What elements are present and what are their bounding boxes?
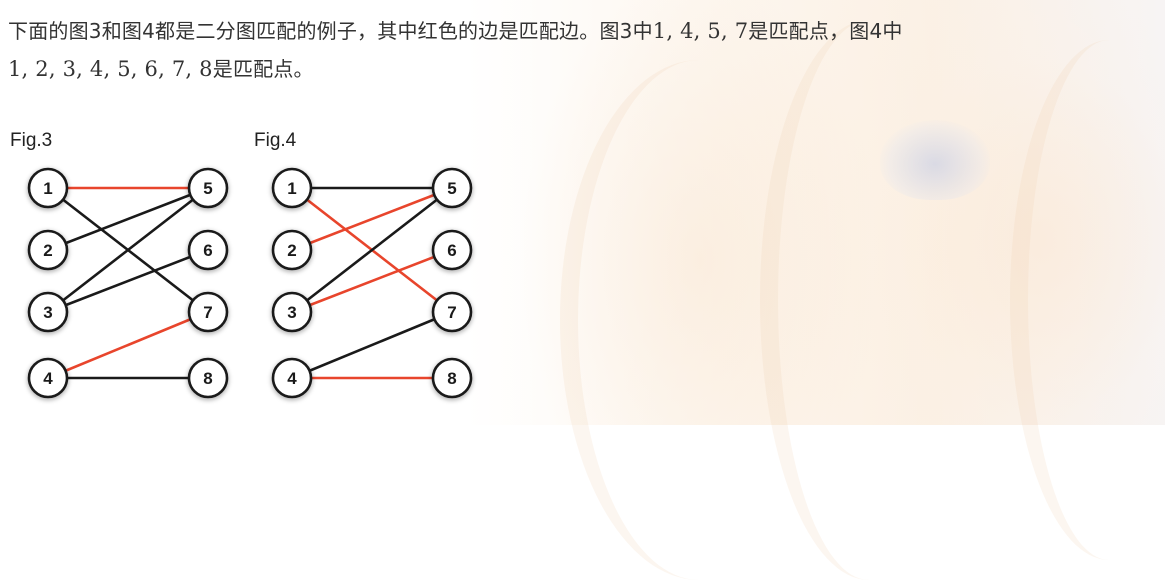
node-3: 3 — [27, 291, 69, 335]
node-circle — [187, 291, 229, 333]
matched-edge-3-6 — [291, 248, 453, 314]
node-circle — [187, 229, 229, 271]
line2-math: 1, 2, 3, 4, 5, 6, 7, 8 — [8, 57, 213, 81]
node-circle — [187, 357, 229, 399]
node-4: 4 — [27, 357, 69, 401]
node-label: 6 — [203, 241, 212, 260]
figure-4-label: Fig.4 — [254, 130, 297, 151]
node-label: 3 — [43, 303, 52, 322]
node-label: 1 — [287, 179, 296, 198]
node-circle — [431, 291, 473, 333]
node-7: 7 — [187, 291, 229, 335]
node-label: 8 — [203, 369, 212, 388]
node-circle — [187, 167, 229, 209]
line1-prefix: 下面的图3和图4都是二分图匹配的例子，其中红色的边是匹配边。图3中 — [8, 19, 653, 43]
node-1: 1 — [27, 167, 69, 211]
node-circle — [431, 167, 473, 209]
node-8: 8 — [431, 357, 473, 401]
node-4: 4 — [271, 357, 313, 401]
matched-edge-4-7 — [47, 310, 209, 380]
node-label: 7 — [203, 303, 212, 322]
edge-4-7 — [291, 310, 453, 380]
node-circle — [27, 291, 69, 333]
node-label: 4 — [287, 369, 297, 388]
node-label: 5 — [203, 179, 212, 198]
node-label: 3 — [287, 303, 296, 322]
node-label: 5 — [447, 179, 456, 198]
node-circle — [27, 357, 69, 399]
node-label: 1 — [43, 179, 52, 198]
node-label: 2 — [287, 241, 296, 260]
node-circle — [271, 229, 313, 271]
node-circle — [431, 357, 473, 399]
background-hair-strand — [760, 20, 978, 580]
figure-3: Fig.3 1 2 3 4 5 6 7 8 — [8, 128, 248, 408]
node-circle — [431, 229, 473, 271]
node-7: 7 — [431, 291, 473, 335]
node-2: 2 — [27, 229, 69, 273]
node-2: 2 — [271, 229, 313, 273]
description-text: 下面的图3和图4都是二分图匹配的例子，其中红色的边是匹配边。图3中1, 4, 5… — [8, 12, 1158, 88]
figure-4: Fig.4 1 2 3 4 5 6 7 8 — [252, 128, 492, 408]
node-label: 8 — [447, 369, 456, 388]
figure-4-graph: 1 2 3 4 5 6 7 8 — [271, 167, 473, 401]
node-3: 3 — [271, 291, 313, 335]
matched-edge-2-5 — [291, 186, 453, 252]
line1-math: 1, 4, 5, 7 — [652, 19, 749, 43]
node-5: 5 — [187, 167, 229, 211]
node-8: 8 — [187, 357, 229, 401]
edge-3-6 — [47, 248, 209, 314]
node-6: 6 — [431, 229, 473, 273]
node-label: 4 — [43, 369, 53, 388]
node-circle — [27, 229, 69, 271]
node-circle — [271, 167, 313, 209]
background-hair-strand — [1010, 40, 1165, 560]
node-label: 2 — [43, 241, 52, 260]
edge-3-5 — [47, 186, 209, 314]
description-line-2: 1, 2, 3, 4, 5, 6, 7, 8是匹配点。 — [8, 50, 1158, 88]
node-label: 6 — [447, 241, 456, 260]
line2-suffix: 是匹配点。 — [212, 57, 314, 81]
node-label: 7 — [447, 303, 456, 322]
node-6: 6 — [187, 229, 229, 273]
edge-2-5 — [47, 186, 209, 252]
node-circle — [271, 291, 313, 333]
figure-3-label: Fig.3 — [10, 130, 53, 151]
line1-middle: 是匹配点，图4中 — [748, 19, 903, 43]
node-circle — [271, 357, 313, 399]
edge-3-5 — [291, 186, 453, 314]
description-line-1: 下面的图3和图4都是二分图匹配的例子，其中红色的边是匹配边。图3中1, 4, 5… — [8, 12, 1158, 50]
figure-3-graph: 1 2 3 4 5 6 7 8 — [27, 167, 229, 401]
node-circle — [27, 167, 69, 209]
node-5: 5 — [431, 167, 473, 211]
node-1: 1 — [271, 167, 313, 211]
